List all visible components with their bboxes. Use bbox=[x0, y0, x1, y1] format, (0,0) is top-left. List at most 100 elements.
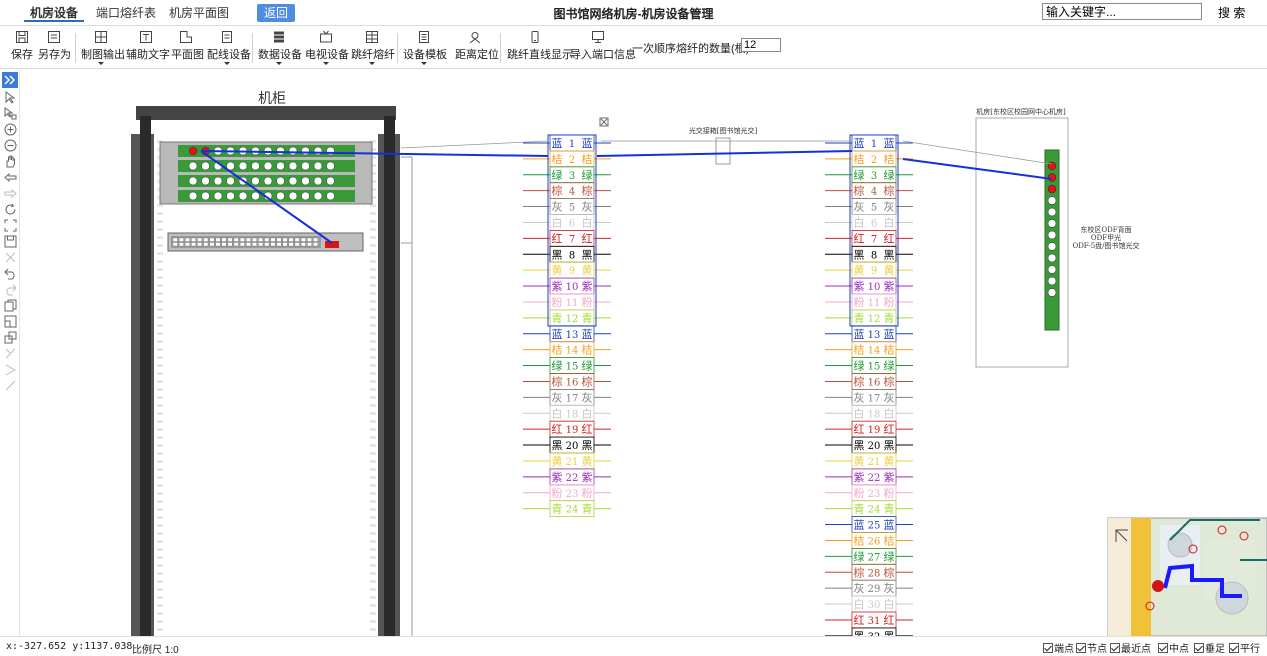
switch-port[interactable] bbox=[246, 238, 251, 242]
search-button[interactable]: 搜 索 bbox=[1218, 4, 1245, 21]
arrow-left-icon[interactable] bbox=[4, 171, 17, 184]
switch-port[interactable] bbox=[191, 243, 196, 247]
switch-port[interactable] bbox=[301, 238, 306, 242]
switch-port[interactable] bbox=[258, 243, 263, 247]
fiber-row[interactable]: 紫22紫 bbox=[523, 469, 611, 485]
save-view-icon[interactable] bbox=[4, 235, 17, 248]
fiber-row[interactable]: 绿3绿 bbox=[523, 167, 611, 183]
tab-machine-room-floor-plan[interactable]: 机房平面图 bbox=[163, 4, 235, 22]
fiber-port[interactable] bbox=[214, 192, 222, 200]
show-jumper-line-button[interactable]: 跳纤直线显示 bbox=[507, 30, 563, 66]
import-port-info-button[interactable]: 导入端口信息 bbox=[570, 30, 626, 66]
frame-icon[interactable] bbox=[4, 315, 17, 328]
switch-port[interactable] bbox=[234, 243, 239, 247]
fiber-row[interactable]: 绿27绿 bbox=[825, 548, 913, 564]
network-switch[interactable] bbox=[168, 233, 363, 251]
odf-port[interactable] bbox=[1048, 277, 1056, 285]
switch-port[interactable] bbox=[277, 243, 282, 247]
group-icon[interactable] bbox=[4, 331, 17, 344]
switch-port[interactable] bbox=[228, 238, 233, 242]
wiring-device-button[interactable]: 配线设备 bbox=[207, 30, 247, 66]
fiber-port[interactable] bbox=[289, 162, 297, 170]
fiber-row[interactable]: 灰5灰 bbox=[825, 199, 913, 215]
switch-port[interactable] bbox=[204, 243, 209, 247]
switch-port[interactable] bbox=[222, 243, 227, 247]
fiber-row[interactable]: 青24青 bbox=[523, 501, 611, 517]
fiber-port[interactable] bbox=[252, 192, 260, 200]
switch-port[interactable] bbox=[173, 243, 178, 247]
odf-port[interactable] bbox=[1048, 197, 1056, 205]
odf-port[interactable] bbox=[1048, 174, 1056, 182]
fiber-row[interactable]: 灰17灰 bbox=[523, 389, 611, 405]
cabinet[interactable]: 机柜 bbox=[131, 91, 412, 636]
switch-port[interactable] bbox=[295, 243, 300, 247]
fiber-row[interactable]: 粉23粉 bbox=[523, 485, 611, 501]
fiber-row[interactable]: 青24青 bbox=[825, 501, 913, 517]
fiber-row[interactable]: 紫22紫 bbox=[825, 469, 913, 485]
draw-line-icon[interactable] bbox=[4, 379, 17, 392]
fiber-row[interactable]: 白6白 bbox=[523, 215, 611, 231]
switch-port[interactable] bbox=[265, 243, 270, 247]
fiber-port[interactable] bbox=[289, 147, 297, 155]
fiber-port[interactable] bbox=[302, 147, 310, 155]
snap-midpoint-toggle[interactable]: 中点 bbox=[1158, 640, 1189, 655]
fiber-row[interactable]: 黄9黄 bbox=[825, 262, 913, 278]
fiber-strip-right[interactable]: 蓝1蓝桔2桔绿3绿棕4棕灰5灰白6白红7红黑8黑黄9黄紫10紫粉11粉青12青蓝… bbox=[825, 135, 913, 636]
fiber-row[interactable]: 棕28棕 bbox=[825, 564, 913, 580]
pan-hand-icon[interactable] bbox=[4, 155, 17, 168]
odf-port[interactable] bbox=[1048, 185, 1056, 193]
arrow-right-icon[interactable] bbox=[4, 187, 17, 200]
split-line-icon[interactable] bbox=[4, 347, 17, 360]
fit-screen-icon[interactable] bbox=[4, 219, 17, 232]
switch-port[interactable] bbox=[307, 238, 312, 242]
switch-port[interactable] bbox=[307, 243, 312, 247]
minimap[interactable] bbox=[1108, 518, 1267, 636]
fiber-row[interactable]: 棕16棕 bbox=[825, 374, 913, 390]
fiber-row[interactable]: 绿15绿 bbox=[825, 358, 913, 374]
aux-text-button[interactable]: 辅助文字 bbox=[126, 30, 166, 66]
drawing-svg[interactable]: 机柜 bbox=[21, 70, 1267, 636]
jumper-fusion-button[interactable]: 跳纤熔纤 bbox=[351, 30, 393, 66]
fiber-port[interactable] bbox=[314, 192, 322, 200]
odf-port[interactable] bbox=[1048, 231, 1056, 239]
switch-port[interactable] bbox=[313, 238, 318, 242]
switch-port[interactable] bbox=[185, 243, 190, 247]
fiber-row[interactable]: 蓝13蓝 bbox=[523, 326, 611, 342]
switch-port[interactable] bbox=[289, 243, 294, 247]
snap-node-toggle[interactable]: 节点 bbox=[1076, 640, 1107, 655]
switch-port[interactable] bbox=[283, 243, 288, 247]
fiber-row[interactable]: 蓝13蓝 bbox=[825, 326, 913, 342]
fiber-row[interactable]: 紫10紫 bbox=[523, 278, 611, 294]
fiber-row[interactable]: 桔14桔 bbox=[825, 342, 913, 358]
switch-port[interactable] bbox=[234, 238, 239, 242]
fiber-row[interactable]: 白18白 bbox=[825, 405, 913, 421]
machine-room-box[interactable]: 机房[东校区校园网中心机房] 东校区ODF背面 ODF甲光 ODF-5盘/图书馆… bbox=[976, 107, 1140, 367]
fiber-port[interactable] bbox=[289, 192, 297, 200]
switch-port[interactable] bbox=[191, 238, 196, 242]
switch-port[interactable] bbox=[252, 243, 256, 247]
fiber-port[interactable] bbox=[264, 177, 272, 185]
fiber-row[interactable]: 桔14桔 bbox=[523, 342, 611, 358]
fiber-port[interactable] bbox=[302, 192, 310, 200]
fiber-row[interactable]: 桔2桔 bbox=[523, 151, 611, 167]
refresh-icon[interactable] bbox=[4, 203, 17, 216]
zoom-in-icon[interactable] bbox=[4, 123, 17, 136]
switch-port[interactable] bbox=[210, 243, 215, 247]
fiber-port[interactable] bbox=[289, 177, 297, 185]
odf-port[interactable] bbox=[1048, 243, 1056, 251]
fiber-row[interactable]: 红31红 bbox=[825, 612, 913, 628]
zoom-out-icon[interactable] bbox=[4, 139, 17, 152]
fiber-port[interactable] bbox=[252, 162, 260, 170]
fiber-port[interactable] bbox=[277, 162, 285, 170]
fiber-port[interactable] bbox=[302, 162, 310, 170]
switch-port[interactable] bbox=[216, 238, 221, 242]
fiber-row[interactable]: 黑8黑 bbox=[523, 246, 611, 262]
fiber-port[interactable] bbox=[227, 177, 235, 185]
back-button[interactable]: 返回 bbox=[257, 4, 295, 22]
undo-icon[interactable] bbox=[4, 267, 17, 280]
fiber-port[interactable] bbox=[239, 162, 247, 170]
snap-perpendicular-toggle[interactable]: 垂足 bbox=[1194, 640, 1225, 655]
multi-select-icon[interactable] bbox=[4, 107, 17, 120]
fiber-row[interactable]: 红7红 bbox=[523, 230, 611, 246]
fiber-row[interactable]: 棕16棕 bbox=[523, 374, 611, 390]
